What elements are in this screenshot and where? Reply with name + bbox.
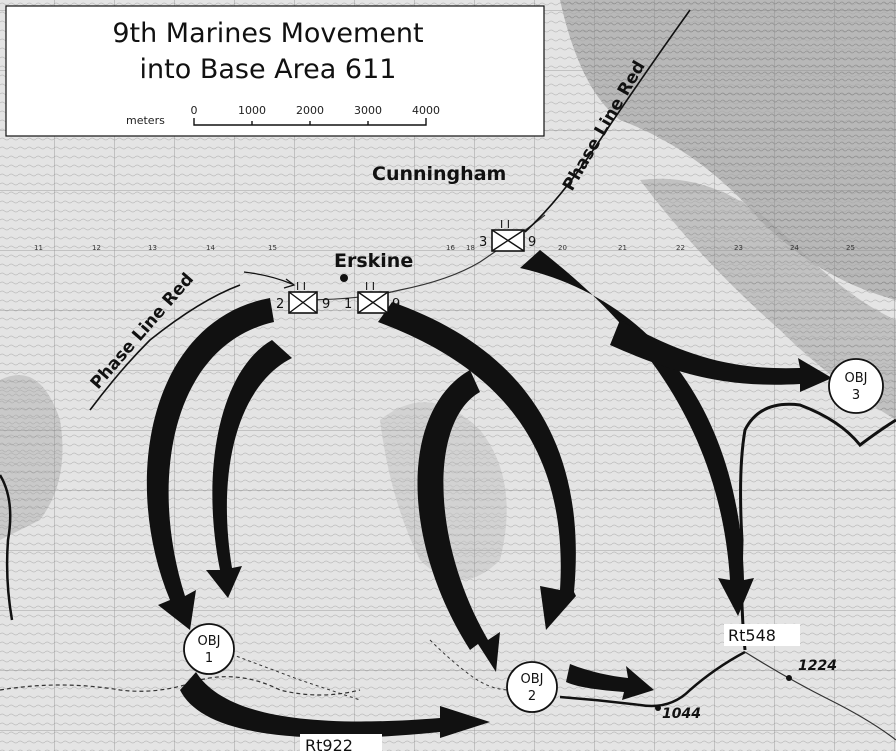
route-rt548: Rt548 bbox=[728, 626, 776, 645]
unit-battalion: 1 bbox=[344, 297, 352, 312]
scale-unit: meters bbox=[126, 114, 165, 127]
objective-number: 1 bbox=[205, 651, 213, 666]
elevation-marker bbox=[655, 705, 661, 711]
grid-label: 24 bbox=[790, 244, 799, 252]
unit-symbol-3-9: I I 3 9 bbox=[479, 218, 536, 252]
scale-tick: 2000 bbox=[296, 104, 324, 117]
map-title-line1: 9th Marines Movement bbox=[112, 18, 423, 49]
objective-label: OBJ bbox=[198, 634, 221, 649]
objective-number: 3 bbox=[852, 388, 860, 403]
scale-tick: 0 bbox=[191, 104, 198, 117]
grid-label: 15 bbox=[268, 244, 277, 252]
route-label-bg bbox=[300, 734, 382, 751]
movement-arrows bbox=[146, 250, 832, 738]
unit-battalion: 3 bbox=[479, 235, 487, 250]
scale-tick: 1000 bbox=[238, 104, 266, 117]
grid-label: 14 bbox=[206, 244, 215, 252]
erskine-marker bbox=[340, 274, 348, 282]
objective-number: 2 bbox=[528, 689, 536, 704]
objective-label: OBJ bbox=[845, 371, 868, 386]
grid-label: 23 bbox=[734, 244, 743, 252]
movement-arrow bbox=[378, 302, 576, 630]
grid-label: 21 bbox=[618, 244, 627, 252]
movement-arrow bbox=[180, 672, 490, 738]
objective-1: OBJ 1 bbox=[183, 623, 235, 675]
scale-tick: 4000 bbox=[412, 104, 440, 117]
unit-symbol-2-9: I I 2 9 bbox=[276, 280, 330, 314]
scale-tick: 3000 bbox=[354, 104, 382, 117]
scale-bar: meters 0 1000 2000 3000 4000 bbox=[126, 104, 440, 127]
unit-regiment: 9 bbox=[392, 297, 400, 312]
movement-arrow bbox=[520, 250, 754, 616]
grid-label: 13 bbox=[148, 244, 157, 252]
movement-arrow bbox=[566, 664, 654, 700]
movement-arrow bbox=[610, 320, 832, 392]
unit-regiment: 9 bbox=[528, 235, 536, 250]
map-title-line2: into Base Area 611 bbox=[140, 54, 397, 85]
grid-labels: 11 12 13 14 15 16 18 20 21 22 23 24 25 bbox=[34, 244, 855, 252]
route-label-bg bbox=[724, 624, 800, 646]
grid-label: 18 bbox=[466, 244, 475, 252]
unit-battalion: 2 bbox=[276, 297, 284, 312]
unit-regiment: 9 bbox=[322, 297, 330, 312]
phase-line-red-lines bbox=[89, 9, 691, 411]
movement-arrow bbox=[146, 298, 274, 630]
objective-label: OBJ bbox=[521, 672, 544, 687]
unit-symbol-1-9: I I 1 9 bbox=[344, 280, 400, 314]
unit-echelon: I I bbox=[296, 280, 306, 293]
unit-echelon: I I bbox=[365, 280, 375, 293]
unit-symbols: I I 2 9 I I 1 9 I I 3 9 bbox=[276, 218, 536, 314]
grid-label: 12 bbox=[92, 244, 101, 252]
grid-label: 22 bbox=[676, 244, 685, 252]
grid-label: 16 bbox=[446, 244, 455, 252]
title-box: 9th Marines Movement into Base Area 611 … bbox=[5, 5, 545, 137]
elevation-1044: 1044 bbox=[662, 706, 701, 722]
elevation-marker bbox=[786, 675, 792, 681]
grid-label: 25 bbox=[846, 244, 855, 252]
grid-label: 11 bbox=[34, 244, 43, 252]
route-rt922: Rt922 bbox=[305, 736, 353, 751]
grid-label: 20 bbox=[558, 244, 567, 252]
elevation-1224: 1224 bbox=[798, 658, 837, 674]
objective-3: OBJ 3 bbox=[828, 358, 884, 414]
place-cunningham: Cunningham bbox=[372, 163, 506, 185]
movement-arrow bbox=[206, 340, 292, 598]
objective-2: OBJ 2 bbox=[506, 661, 558, 713]
unit-echelon: I I bbox=[500, 218, 510, 231]
movement-arrow bbox=[417, 370, 500, 672]
place-erskine: Erskine bbox=[334, 250, 413, 272]
